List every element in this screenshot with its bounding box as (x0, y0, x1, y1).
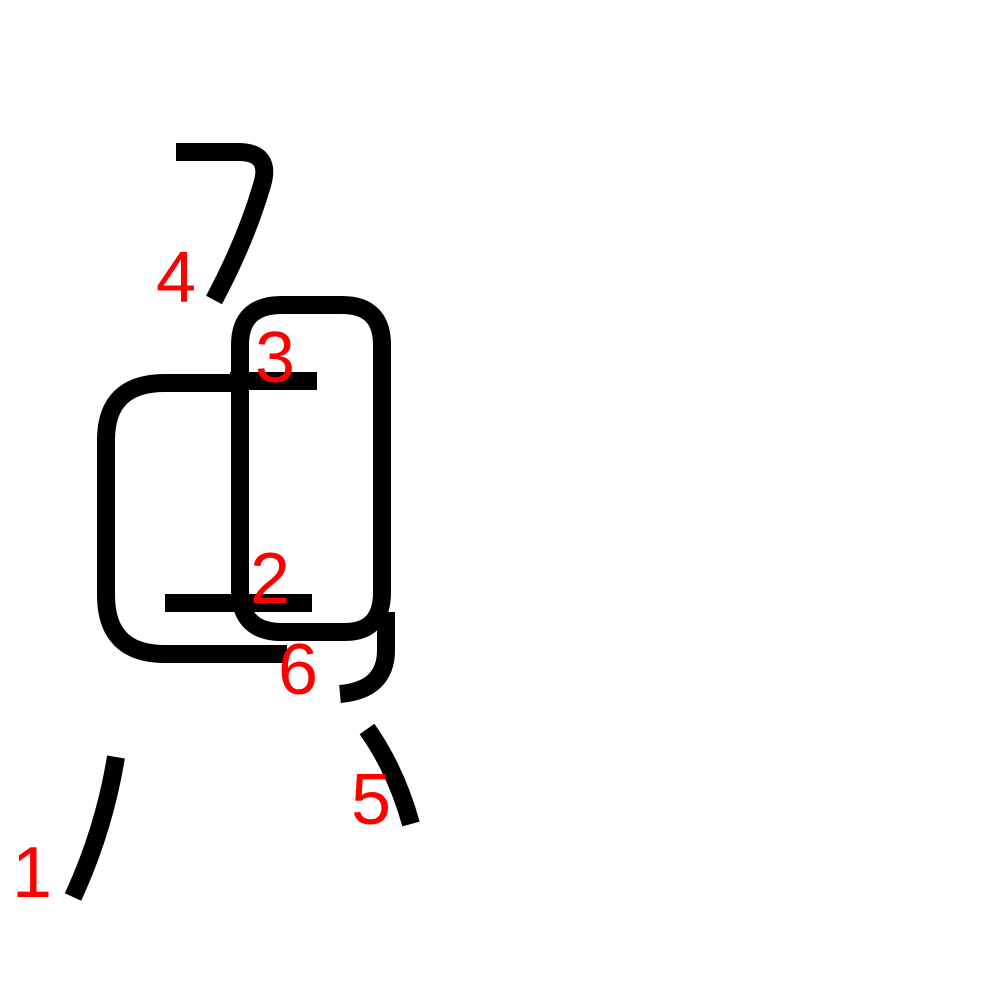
stroke-number-6: 6 (278, 630, 318, 710)
stroke-number-4: 4 (156, 238, 196, 318)
stroke-number-3: 3 (255, 318, 295, 398)
stroke-number-1: 1 (12, 833, 52, 913)
stroke-number-2: 2 (250, 539, 290, 619)
stroke-1 (64, 755, 125, 901)
stroke-4 (176, 143, 274, 305)
stroke-6 (97, 296, 395, 703)
stroke-number-5: 5 (351, 760, 391, 840)
stroke-5 (359, 723, 420, 827)
